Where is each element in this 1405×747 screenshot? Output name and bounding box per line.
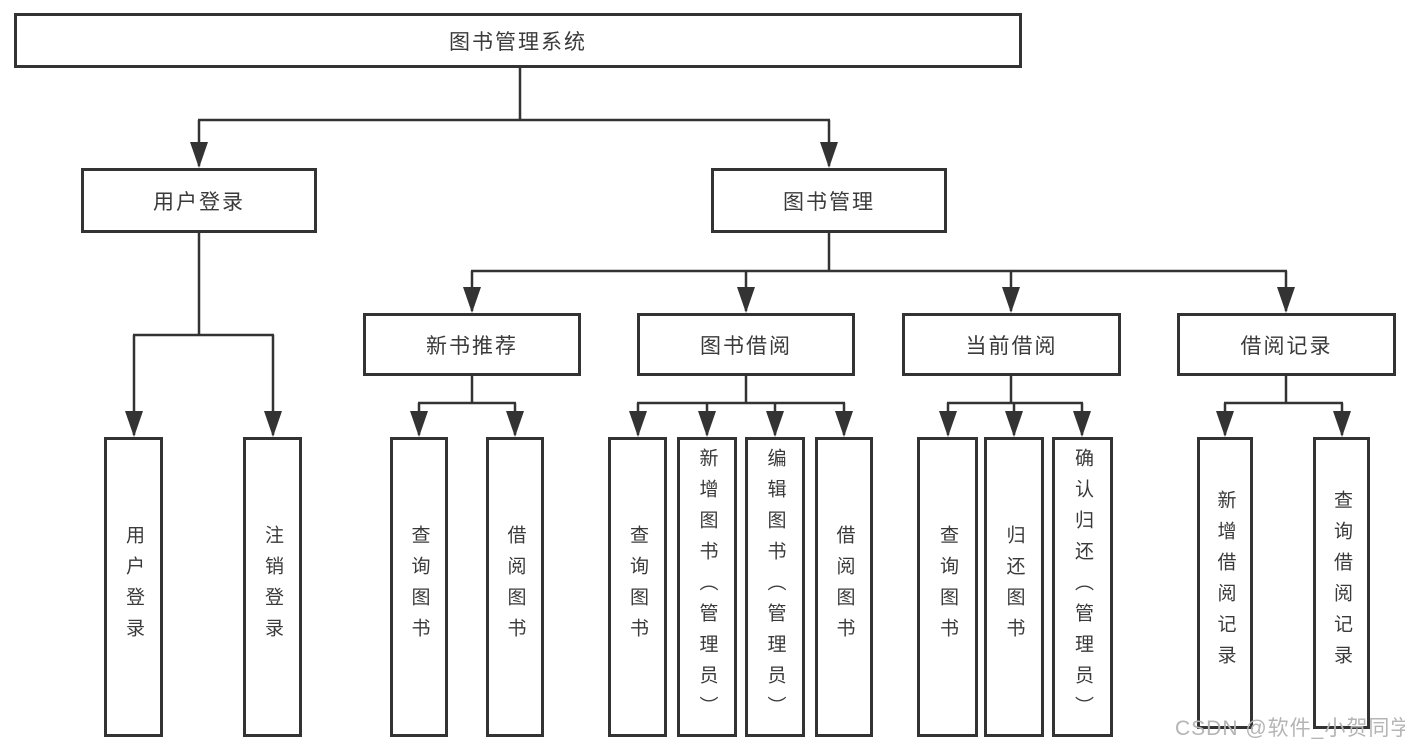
leaf-logout: 注销登录 — [243, 437, 302, 737]
node-label: 查询借阅记录 — [1331, 490, 1352, 676]
leaf-borrow-book-1: 借阅图书 — [486, 437, 544, 737]
node-new-book-recommend: 新书推荐 — [363, 313, 581, 376]
node-label: 查询图书 — [627, 525, 648, 649]
node-label: 借阅图书 — [504, 525, 526, 649]
leaf-query-borrow-record: 查询借阅记录 — [1313, 437, 1370, 729]
node-borrow-records: 借阅记录 — [1177, 313, 1396, 376]
node-user-login: 用户登录 — [81, 168, 317, 233]
node-root-label: 图书管理系统 — [449, 30, 587, 54]
node-current-borrow: 当前借阅 — [902, 313, 1121, 376]
node-label: 图书管理 — [783, 190, 875, 214]
node-book-borrow: 图书借阅 — [637, 313, 855, 376]
node-book-management: 图书管理 — [711, 168, 947, 233]
node-label: 当前借阅 — [965, 334, 1058, 358]
node-label: 确认归还（管理员） — [1072, 447, 1093, 727]
leaf-confirm-return-admin: 确认归还（管理员） — [1052, 437, 1113, 737]
node-label: 查询图书 — [937, 525, 958, 649]
leaf-user-login: 用户登录 — [104, 437, 163, 737]
node-label: 新增借阅记录 — [1214, 490, 1236, 676]
node-label: 新增图书（管理员） — [696, 447, 718, 727]
leaf-edit-book-admin: 编辑图书（管理员） — [745, 437, 805, 737]
leaf-add-borrow-record: 新增借阅记录 — [1197, 437, 1253, 729]
leaf-query-book-2: 查询图书 — [608, 437, 667, 737]
node-label: 注销登录 — [262, 525, 283, 649]
node-label: 归还图书 — [1003, 525, 1025, 649]
csdn-watermark: CSDN @软件_小贺同学 — [1175, 717, 1405, 740]
leaf-borrow-book-2: 借阅图书 — [815, 437, 873, 737]
node-label: 新书推荐 — [426, 334, 518, 358]
leaf-query-book-1: 查询图书 — [390, 437, 448, 737]
node-label: 借阅图书 — [833, 525, 855, 649]
node-label: 用户登录 — [153, 190, 245, 214]
node-label: 借阅记录 — [1240, 334, 1333, 358]
node-root: 图书管理系统 — [14, 13, 1022, 68]
node-label: 用户登录 — [123, 525, 144, 649]
leaf-query-book-3: 查询图书 — [917, 437, 978, 737]
node-label: 图书借阅 — [700, 334, 792, 358]
node-label: 查询图书 — [408, 525, 430, 649]
node-label: 编辑图书（管理员） — [764, 447, 786, 727]
leaf-add-book-admin: 新增图书（管理员） — [677, 437, 737, 737]
leaf-return-book: 归还图书 — [984, 437, 1044, 737]
